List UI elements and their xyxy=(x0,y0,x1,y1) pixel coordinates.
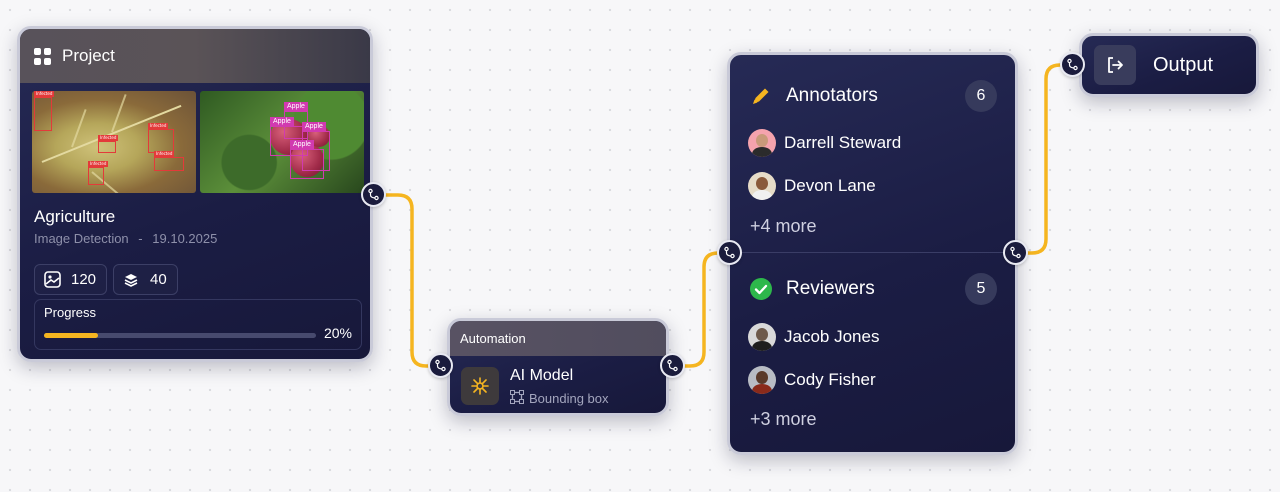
detection-box: Infected xyxy=(98,135,119,153)
annotators-header: Annotators xyxy=(748,79,878,113)
reviewer-item[interactable]: Jacob Jones xyxy=(748,323,879,351)
ai-model-title: AI Model xyxy=(510,367,574,384)
progress-bar-fill xyxy=(44,333,99,338)
bounding-box-icon xyxy=(510,390,524,407)
output-node[interactable]: Output xyxy=(1079,33,1259,97)
detection-box: Apple xyxy=(290,140,324,179)
connector-port-icon[interactable] xyxy=(660,353,685,378)
ai-model-subtitle-text: Bounding box xyxy=(529,391,609,406)
layers-count: 40 xyxy=(150,271,167,288)
person-name: Cody Fisher xyxy=(784,370,876,389)
reviewers-title: Reviewers xyxy=(786,278,875,299)
annotators-more-link[interactable]: +4 more xyxy=(750,216,817,236)
wire-people-output xyxy=(1014,63,1075,255)
project-node-header: Project xyxy=(20,29,370,83)
detection-box: Apple xyxy=(302,122,330,171)
detection-box: Infected xyxy=(34,91,55,131)
project-title: Agriculture xyxy=(34,207,116,226)
images-count-chip: 120 xyxy=(34,264,108,295)
reviewers-count-badge: 5 xyxy=(965,273,997,305)
team-node[interactable]: Annotators 6 Darrell Steward Devon Lane … xyxy=(727,52,1018,455)
layers-count-chip: 40 xyxy=(113,264,178,295)
connector-port-icon[interactable] xyxy=(1060,52,1085,77)
meta-separator: - xyxy=(138,231,143,246)
output-label: Output xyxy=(1153,54,1214,76)
progress-percent: 20% xyxy=(323,325,352,341)
wire-project-automation xyxy=(371,193,443,368)
image-icon xyxy=(43,271,61,289)
project-stats: 120 40 xyxy=(34,264,178,295)
logout-icon xyxy=(1094,45,1136,85)
detection-box: Infected xyxy=(88,161,109,185)
grid-icon xyxy=(34,47,51,65)
ai-model-subtitle: Bounding box xyxy=(510,390,609,407)
detection-box: Infected xyxy=(154,151,184,171)
reviewers-header: Reviewers xyxy=(748,272,875,306)
reviewer-item[interactable]: Cody Fisher xyxy=(748,366,876,394)
project-header-label: Project xyxy=(62,46,115,65)
connector-port-icon[interactable] xyxy=(428,353,453,378)
automation-node-header: Automation xyxy=(450,321,666,356)
reviewers-more-link[interactable]: +3 more xyxy=(750,409,817,429)
leaf-disease-image[interactable]: Infected Infected Infected Infected Infe… xyxy=(32,91,196,193)
check-circle-icon xyxy=(748,276,774,302)
connector-port-icon[interactable] xyxy=(717,240,742,265)
progress-label: Progress xyxy=(44,305,97,320)
project-thumbnails: Infected Infected Infected Infected Infe… xyxy=(32,91,364,193)
automation-node[interactable]: Automation AI Model Bounding box xyxy=(447,318,669,416)
annotators-title: Annotators xyxy=(786,85,878,106)
ai-model-icon xyxy=(461,367,499,405)
progress-bar xyxy=(44,333,316,338)
progress-panel: Progress 20% xyxy=(34,299,362,350)
avatar xyxy=(748,172,776,200)
avatar xyxy=(748,366,776,394)
project-node[interactable]: Project Infected Infected Infected Infec… xyxy=(17,26,373,362)
connector-port-icon[interactable] xyxy=(1003,240,1028,265)
wire-automation-people xyxy=(671,251,731,368)
images-count: 120 xyxy=(71,271,97,288)
annotator-item[interactable]: Devon Lane xyxy=(748,172,876,200)
layers-icon xyxy=(122,271,140,289)
project-type: Image Detection xyxy=(34,231,129,246)
project-meta: Image Detection - 19.10.2025 xyxy=(34,231,217,246)
person-name: Devon Lane xyxy=(784,176,876,195)
avatar xyxy=(748,129,776,157)
project-date: 19.10.2025 xyxy=(152,231,218,246)
avatar xyxy=(748,323,776,351)
person-name: Darrell Steward xyxy=(784,133,902,152)
annotators-count-badge: 6 xyxy=(965,80,997,112)
connector-port-icon[interactable] xyxy=(361,182,386,207)
person-name: Jacob Jones xyxy=(784,327,880,346)
section-divider xyxy=(730,252,1015,253)
detection-box: Infected xyxy=(148,123,174,153)
annotator-item[interactable]: Darrell Steward xyxy=(748,129,901,157)
apple-detection-image[interactable]: Apple Apple Apple Apple xyxy=(200,91,364,193)
pencil-icon xyxy=(748,83,774,109)
